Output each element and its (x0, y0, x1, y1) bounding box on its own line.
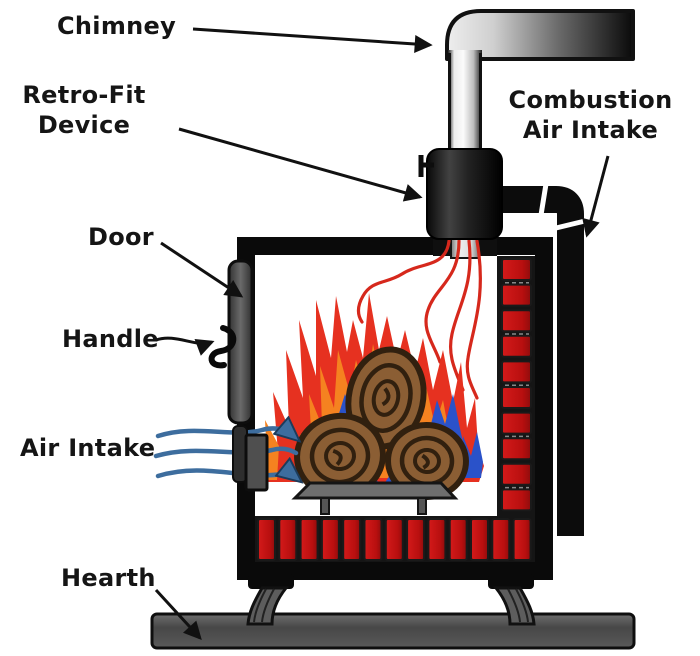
label-chimney: Chimney (57, 12, 177, 40)
door (227, 259, 254, 425)
log-grate (291, 481, 459, 515)
label-retrofit-device-line2: Device (37, 111, 131, 139)
label-arrow-chimney (192, 27, 433, 53)
label-door: Door (88, 223, 154, 251)
label-retrofit-device: Retro-Fit Device (14, 80, 154, 140)
grate-tray (291, 481, 459, 500)
label-arrow-handle (155, 336, 215, 356)
stove-door-assembly (208, 259, 269, 492)
chimney-horizontal-section (445, 9, 635, 61)
chimney-pipe (445, 9, 635, 152)
firebrick-column (501, 258, 532, 512)
label-arrow-combustion-air-intake (582, 155, 610, 238)
label-combustion-air-intake-line1: Combustion (508, 86, 673, 114)
label-handle: Handle (62, 325, 159, 353)
air-intake-vent (244, 433, 269, 492)
firebrick-lining (255, 256, 535, 562)
combustion-air-pipe-run (497, 186, 584, 536)
label-arrow-door (160, 241, 244, 298)
label-hearth: Hearth (61, 564, 156, 592)
pipe-joint-mark (555, 218, 586, 231)
firebrick-base-row (257, 518, 532, 561)
air-flow-arrow (155, 471, 299, 480)
label-combustion-air-intake: Combustion Air Intake (503, 85, 678, 145)
pipe-joint-mark (538, 183, 549, 216)
leg-mount (488, 574, 534, 589)
grate-leg (320, 497, 330, 515)
leg-mount (248, 574, 294, 589)
label-arrow-hearth (154, 588, 202, 640)
label-air-intake: Air Intake (20, 434, 156, 462)
retrofit-device-body (426, 148, 503, 240)
retrofit-device (418, 148, 503, 240)
grate-leg (417, 497, 427, 515)
label-retrofit-device-line1: Retro-Fit (22, 81, 146, 109)
label-arrow-retrofit-device (178, 127, 423, 202)
label-arrows (154, 27, 610, 640)
stove-legs (246, 574, 536, 626)
label-combustion-air-intake-line2: Air Intake (522, 116, 659, 144)
exhaust-gas-lines (356, 239, 482, 400)
chimney-vertical-section (448, 50, 482, 152)
air-flow-arrow (155, 428, 297, 439)
combustion-air-pipe (497, 183, 586, 536)
door-handle (208, 325, 237, 369)
hearth-slab (150, 612, 636, 650)
